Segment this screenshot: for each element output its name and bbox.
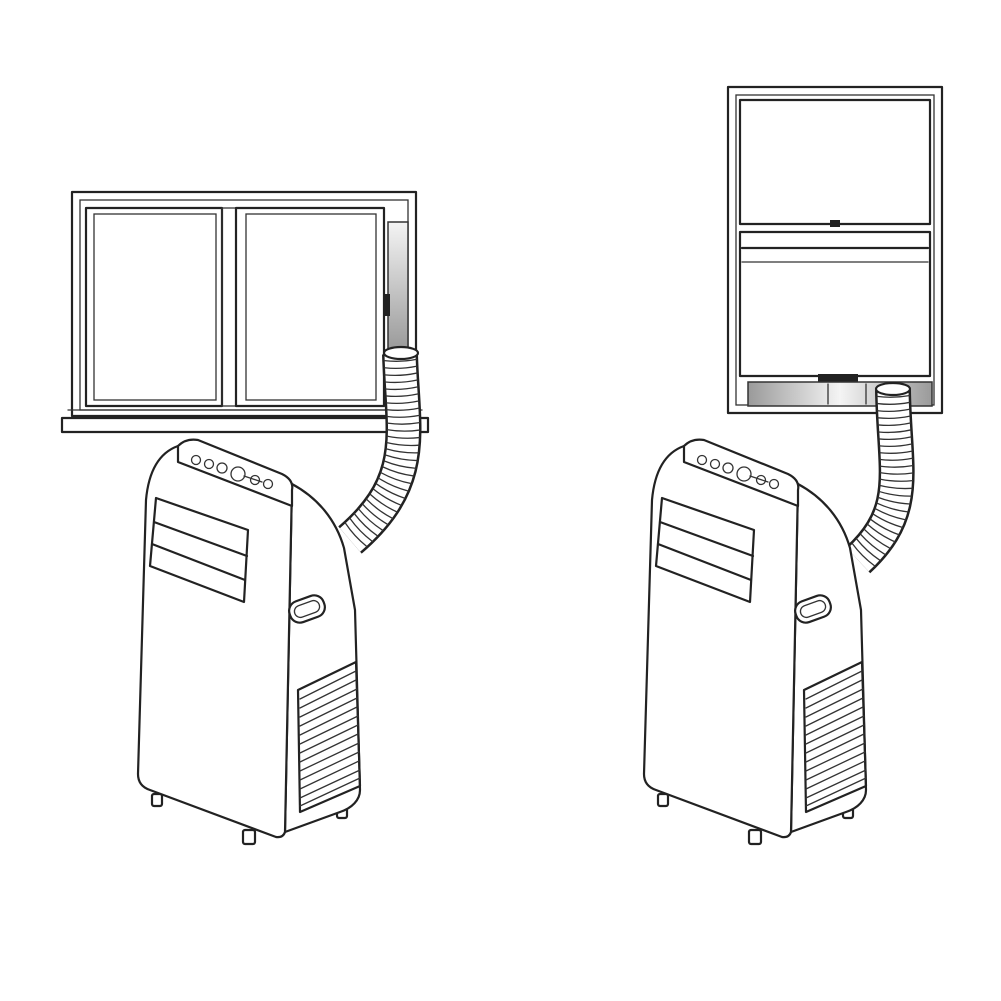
hose-rib (872, 513, 903, 528)
hose-rib (383, 358, 417, 362)
hose-rib (877, 496, 911, 505)
hose-rib (385, 393, 419, 398)
hose-rib (879, 464, 914, 468)
exhaust-hose (337, 345, 422, 554)
hose-rib (878, 429, 912, 434)
hose-rib (386, 441, 420, 447)
hose-rib (385, 400, 420, 404)
hose-rib (380, 471, 412, 485)
hose-rib (878, 436, 912, 441)
hose-rib (384, 372, 418, 377)
hose-rib (384, 454, 418, 462)
hose-rib (866, 523, 896, 543)
window-seal-panel (387, 221, 409, 351)
hose-rib (386, 407, 420, 411)
hose-rib (877, 415, 911, 420)
hose-rib (349, 517, 373, 542)
hose-rib (385, 386, 419, 391)
hose-rib (383, 460, 417, 469)
hose-rib (859, 533, 886, 556)
hose-rib (851, 542, 876, 567)
hose-rib (879, 484, 913, 490)
hose-rib (880, 472, 914, 475)
sliding-window-icon (60, 190, 430, 434)
hose-rib (879, 478, 914, 482)
portable-air-conditioner (136, 438, 362, 846)
hose-rib (353, 513, 379, 537)
hose-rib (879, 457, 914, 461)
hose-rib (877, 422, 911, 427)
hung-window-scene (642, 85, 944, 846)
hose-rib (869, 518, 900, 536)
hose-rib (878, 490, 912, 497)
hose-rib (375, 483, 406, 499)
hung-window-icon (726, 85, 944, 415)
hose-rib (385, 448, 419, 454)
hose-rib (386, 422, 421, 425)
hose-rib (378, 477, 409, 492)
hose-rib (386, 414, 420, 418)
sliding-window-scene (60, 190, 430, 846)
hose-rib (372, 488, 402, 506)
hose-rib (358, 508, 384, 531)
hose-rib (879, 443, 913, 448)
exhaust-hose (845, 381, 915, 574)
hose-rib (386, 435, 420, 439)
hose-rib (382, 466, 415, 477)
hose-rib (876, 394, 910, 398)
hose-rib (863, 528, 891, 549)
hose-rib (384, 379, 418, 384)
hose-rib (362, 503, 389, 526)
hose-rib (876, 401, 910, 405)
hose-rib (874, 508, 907, 521)
hose-rib (383, 365, 418, 370)
hose-rib (855, 538, 881, 562)
hose-rib (344, 522, 368, 548)
hose-rib (386, 429, 421, 432)
hose-rib (879, 450, 913, 454)
hose-rib (876, 502, 909, 513)
hose-rib (369, 493, 398, 513)
hose-rib (876, 408, 911, 412)
hose-rib (365, 498, 394, 519)
portable-air-conditioner (642, 438, 868, 846)
